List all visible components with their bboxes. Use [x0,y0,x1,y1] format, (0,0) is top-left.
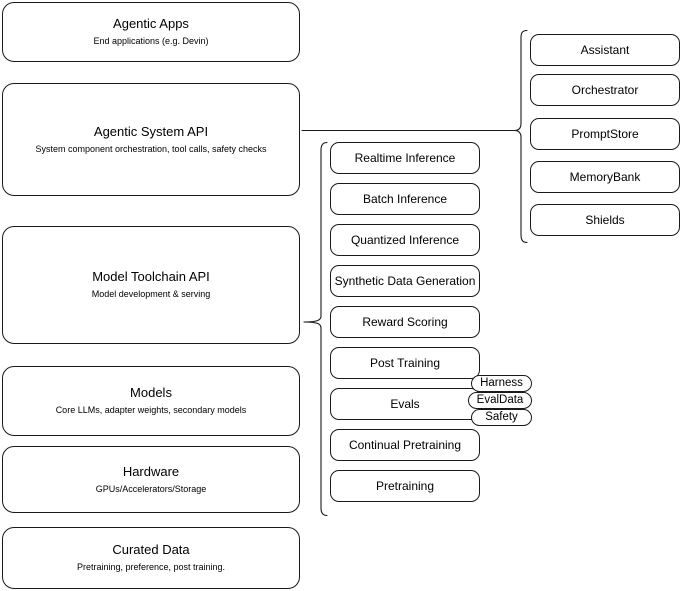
toolchain-item-post-training[interactable]: Post Training [330,347,480,379]
layer-agentic-apps[interactable]: Agentic Apps End applications (e.g. Devi… [2,2,300,62]
agentic-item-orchestrator[interactable]: Orchestrator [530,74,680,106]
layer-models[interactable]: Models Core LLMs, adapter weights, secon… [2,366,300,436]
toolchain-item-batch-inference[interactable]: Batch Inference [330,183,480,215]
toolchain-item-reward-scoring[interactable]: Reward Scoring [330,306,480,338]
agentic-item-memorybank[interactable]: MemoryBank [530,161,680,193]
toolchain-item-evals[interactable]: Evals [330,388,480,420]
layer-subtitle: System component orchestration, tool cal… [35,143,267,154]
agentic-item-promptstore[interactable]: PromptStore [530,118,680,150]
layer-subtitle: GPUs/Accelerators/Storage [95,483,207,494]
layer-subtitle: Core LLMs, adapter weights, secondary mo… [55,405,247,415]
evals-tag-evaldata[interactable]: EvalData [468,392,532,409]
layer-title: Curated Data [112,542,190,557]
toolchain-item-realtime-inference[interactable]: Realtime Inference [330,142,480,174]
layer-title: Agentic Apps [113,16,189,31]
toolchain-item-quantized-inference[interactable]: Quantized Inference [330,224,480,256]
layer-hardware[interactable]: Hardware GPUs/Accelerators/Storage [2,446,300,513]
agentic-column-brace [514,29,528,244]
agentic-item-shields[interactable]: Shields [530,204,680,236]
toolchain-item-synthetic-data-generation[interactable]: Synthetic Data Generation [330,265,480,297]
layer-subtitle: End applications (e.g. Devin) [93,36,209,46]
toolchain-column-brace [303,141,328,517]
layer-title: Models [130,385,172,400]
agentic-item-assistant[interactable]: Assistant [530,34,680,66]
toolchain-item-continual-pretraining[interactable]: Continual Pretraining [330,429,480,461]
layer-agentic-system-api[interactable]: Agentic System API System component orch… [2,83,300,196]
evals-tag-harness[interactable]: Harness [471,375,532,392]
evals-tag-safety[interactable]: Safety [471,409,532,426]
layer-title: Model Toolchain API [92,269,210,284]
layer-subtitle: Model development & serving [91,289,211,299]
layer-model-toolchain-api[interactable]: Model Toolchain API Model development & … [2,226,300,344]
layer-title: Hardware [122,463,180,479]
toolchain-item-pretraining[interactable]: Pretraining [330,470,480,502]
layer-subtitle: Pretraining, preference, post training. [76,562,226,572]
layer-curated-data[interactable]: Curated Data Pretraining, preference, po… [2,527,300,589]
layer-title: Agentic System API [93,123,209,139]
